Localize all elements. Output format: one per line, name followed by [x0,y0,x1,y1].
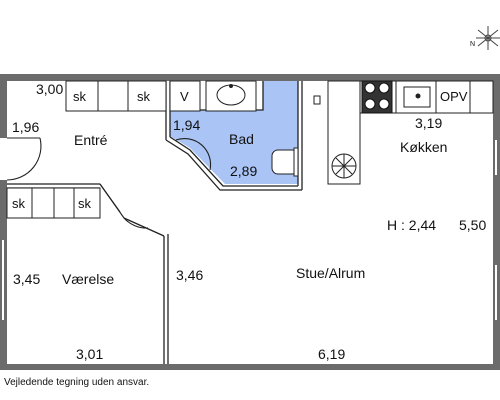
room-label-stue: Stue/Alrum [296,265,365,281]
bathroom-floor [170,78,298,184]
dishwasher-label: OPV [440,89,468,104]
dim-stue-bottom: 6,19 [318,346,345,362]
dim-entre-side: 1,96 [12,119,39,135]
windows [2,140,497,320]
kitchen-counter [327,80,494,185]
dim-entre-top: 3,00 [36,81,63,97]
wardrobe-label: sk [12,196,26,211]
stove-icon [361,80,393,114]
room-label-vaerelse: Værelse [62,271,114,287]
wardrobe-label: sk [137,89,151,104]
ceiling-height: H : 2,44 [387,217,436,233]
entrance-door [6,137,42,181]
fan-icon [331,153,357,179]
dim-vaerelse-bottom: 3,01 [76,346,103,362]
dim-vaerelse-right: 3,46 [176,267,203,283]
dim-stue-right: 5,50 [459,217,486,233]
bathroom-door [175,137,212,171]
dim-vaerelse-left: 3,45 [13,271,40,287]
dim-bad-bottom: 2,89 [230,163,257,179]
entre-wardrobe [65,80,167,112]
disclaimer: Vejledende tegning uden ansvar. [4,377,149,388]
room-label-bad: Bad [229,131,254,147]
room-label-entre: Entré [74,132,108,148]
dim-bad-left: 1,94 [173,117,200,133]
room-label-kokken: Køkken [400,139,447,155]
dim-kokken-top: 3,19 [415,115,442,131]
vaerelse-wardrobe [6,187,101,219]
compass-icon [476,26,500,50]
wardrobe-label: sk [73,89,87,104]
bathroom-fixtures [169,80,321,177]
compass-north-label: N [470,41,475,48]
washer-label: V [180,89,189,104]
wardrobe-label: sk [78,196,92,211]
tap-icon [313,95,321,105]
vaerelse-door [99,183,149,229]
